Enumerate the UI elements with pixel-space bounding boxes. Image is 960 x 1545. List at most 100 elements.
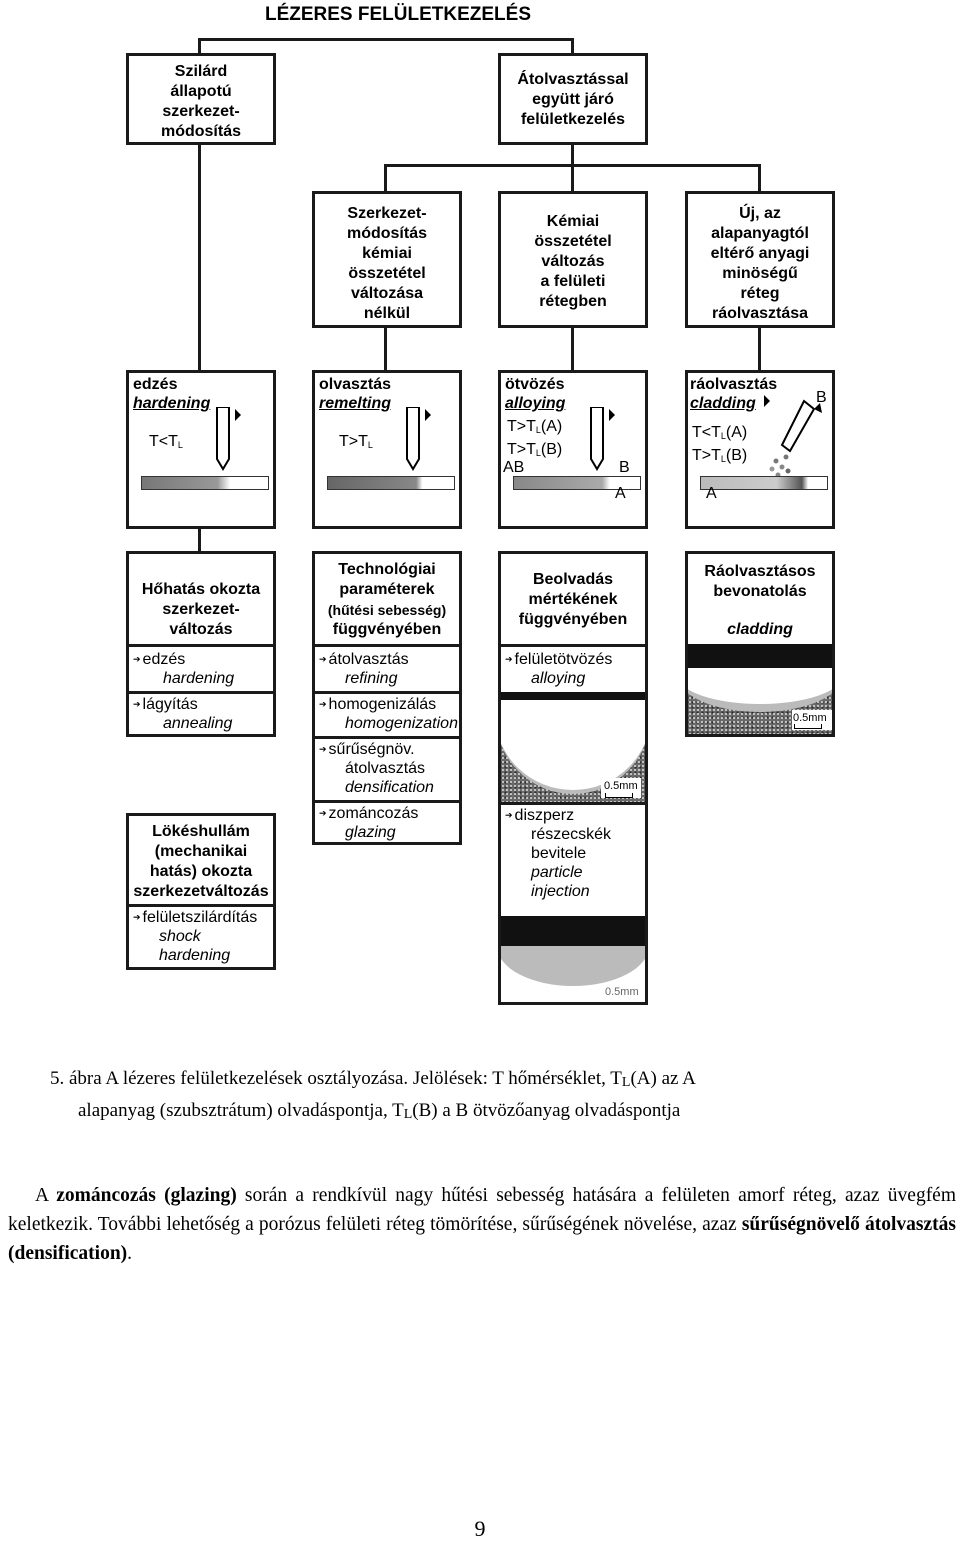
list-item: ➔diszperz részecskék bevitele particle i… xyxy=(505,807,612,900)
list-item: ➔felületötvözés alloying xyxy=(505,651,613,687)
category-title: mértékének xyxy=(528,591,618,608)
substrate-layer xyxy=(700,476,828,490)
box-text: változása xyxy=(350,285,424,302)
category-cladding: Ráolvasztásos bevonatolás cladding 0.5mm xyxy=(685,551,835,737)
connector xyxy=(758,164,761,192)
page-number: 9 xyxy=(474,1516,486,1541)
micrograph-alloying: 0.5mm xyxy=(501,692,645,802)
category-title: Beolvadás xyxy=(532,571,614,588)
box-text: ráolvasztása xyxy=(711,305,809,322)
category-title: hatás) okozta xyxy=(149,863,253,880)
category-title: változás xyxy=(169,621,233,638)
box-text: összetétel xyxy=(534,233,612,250)
process-label-hu: ötvözés xyxy=(505,376,565,393)
box-text: Átolvasztással xyxy=(517,71,629,88)
list-item: ➔zománcozás glazing xyxy=(319,805,419,841)
box-no-chem-change: Szerkezet- módosítás kémiai összetétel v… xyxy=(312,191,462,328)
process-label-hu: olvasztás xyxy=(319,376,392,393)
box-text: módosítás xyxy=(160,123,241,140)
scale-bar-label: 0.5mm xyxy=(793,712,827,724)
label-a: A xyxy=(615,485,626,502)
process-hardening: edzés hardening T<TL xyxy=(126,370,276,529)
category-title: függvényében xyxy=(518,611,628,628)
category-title: Lökéshullám xyxy=(152,823,250,840)
connector xyxy=(571,144,574,166)
category-title: Ráolvasztásos xyxy=(704,563,816,580)
box-text: Szerkezet- xyxy=(347,205,427,222)
box-chem-change: Kémiai összetétel változás a felületi ré… xyxy=(498,191,648,328)
powder-nozzle-icon xyxy=(764,395,822,478)
category-title: Hőhatás okozta xyxy=(141,581,261,598)
connector xyxy=(198,38,201,54)
label-a: A xyxy=(706,485,717,502)
category-title: szerkezetváltozás xyxy=(133,883,269,900)
box-text: minöségű xyxy=(722,265,798,282)
scale-bar-label: 0.5mm xyxy=(604,780,638,792)
box-text: eltérő anyagi xyxy=(710,245,810,262)
box-text: felületkezelés xyxy=(520,111,626,128)
laser-beam-icon xyxy=(590,407,615,471)
diagram-title: LÉZERES FELÜLETKEZELÉS xyxy=(264,4,532,25)
process-label-en: remelting xyxy=(319,395,392,412)
process-alloying: ötvözés alloying T>TL(A) T>TL(B) AB B A xyxy=(498,370,648,529)
process-label-hu: ráolvasztás xyxy=(690,376,778,393)
box-melting: Átolvasztással együtt járó felületkezelé… xyxy=(498,53,648,145)
category-melt-depth: Beolvadás mértékének függvényében ➔felül… xyxy=(498,551,648,1005)
box-solid-state: Szilárd állapotú szerkezet- módosítás xyxy=(126,53,276,145)
box-text: rétegben xyxy=(539,293,607,310)
temperature-conditions: T<TL(A) T>TL(B) xyxy=(692,424,748,464)
process-label-en: cladding xyxy=(690,395,756,412)
substrate-layer xyxy=(513,476,641,490)
category-title: paraméterek xyxy=(339,581,435,598)
figure-caption: 5. ábra A lézeres felületkezelések osztá… xyxy=(50,1065,930,1129)
connector xyxy=(571,38,574,54)
category-title: (hűtési sebesség) xyxy=(327,602,447,618)
box-text: nélkül xyxy=(363,305,411,322)
category-subtitle: cladding xyxy=(727,621,793,638)
process-label-hu: edzés xyxy=(133,376,178,393)
caption-line: 5. ábra A lézeres felületkezelések osztá… xyxy=(50,1068,696,1090)
list-item: ➔homogenizálás homogenization xyxy=(319,696,458,732)
box-text: együtt járó xyxy=(532,91,614,108)
box-text: Szilárd xyxy=(174,63,228,80)
category-title: Technológiai xyxy=(338,561,436,578)
caption-line: alapanyag (szubsztrátum) olvadáspontja, … xyxy=(78,1100,681,1122)
connector xyxy=(198,38,574,41)
list-item: ➔átolvasztás refining xyxy=(319,651,409,687)
box-text: módosítás xyxy=(346,225,427,242)
process-label-en: alloying xyxy=(505,395,566,412)
substrate-layer xyxy=(327,476,455,490)
process-remelting: olvasztás remelting T>TL xyxy=(312,370,462,529)
substrate-layer xyxy=(141,476,269,490)
connector xyxy=(571,327,574,371)
category-title: (mechanikai xyxy=(154,843,248,860)
micrograph-particle-injection: 0.5mm xyxy=(501,916,645,1002)
category-technology: Technológiai paraméterek (hűtési sebessé… xyxy=(312,551,462,845)
box-text: változás xyxy=(541,253,605,270)
process-cladding: ráolvasztás cladding B T<TL(A) T>TL(B) A xyxy=(685,370,835,529)
list-item: ➔lágyítás annealing xyxy=(133,696,233,732)
laser-beam-icon xyxy=(406,407,431,471)
box-text: kémiai xyxy=(362,245,412,262)
box-text: a felületi xyxy=(540,273,606,290)
connector xyxy=(384,164,387,192)
box-text: összetétel xyxy=(348,265,426,282)
micrograph-cladding: 0.5mm xyxy=(688,644,832,734)
category-heat-effect: Hőhatás okozta szerkezet- változás ➔edzé… xyxy=(126,551,276,737)
box-text: réteg xyxy=(740,285,780,302)
scale-bar-label: 0.5mm xyxy=(605,986,639,998)
connector xyxy=(384,327,387,371)
box-text: Új, az xyxy=(739,205,781,222)
process-label-en: hardening xyxy=(133,395,211,412)
list-item: ➔edzés hardening xyxy=(133,651,235,687)
box-text: Kémiai xyxy=(546,213,600,230)
category-title: szerkezet- xyxy=(162,601,240,618)
laser-beam-icon xyxy=(216,407,241,471)
connector xyxy=(198,144,201,372)
list-item: ➔sűrűségnöv. átolvasztás densification xyxy=(319,741,434,796)
temperature-condition: T>TL xyxy=(339,433,373,450)
category-shock: Lökéshullám (mechanikai hatás) okozta sz… xyxy=(126,813,276,970)
connector xyxy=(198,528,201,552)
connector xyxy=(571,164,574,192)
list-item: ➔felületszilárdítás shock hardening xyxy=(133,909,258,964)
